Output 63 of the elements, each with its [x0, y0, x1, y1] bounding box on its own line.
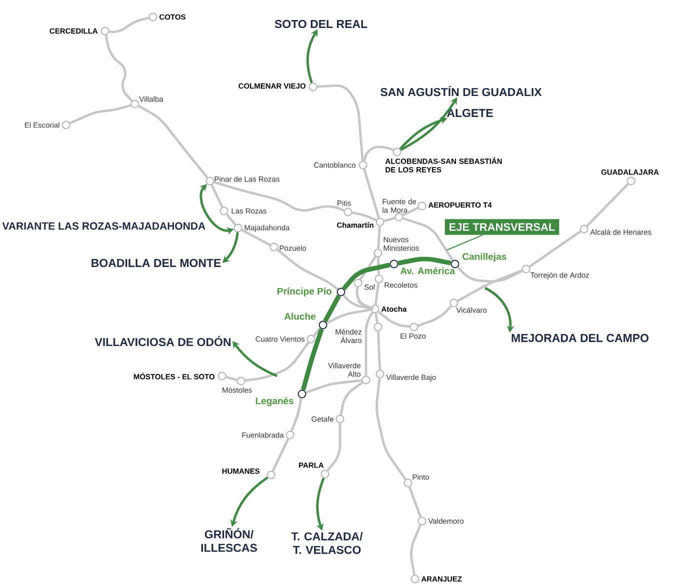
rail-line: [363, 146, 394, 162]
rail-line: [342, 294, 372, 310]
rail-line: [340, 381, 364, 416]
route-label: VARIANTE LAS ROZAS-MAJADAHONDA: [2, 222, 206, 230]
rail-line: [214, 181, 344, 212]
rail-line: [418, 305, 452, 327]
rail-line: [69, 104, 132, 124]
rail-line: [272, 438, 290, 472]
rail-line: [342, 262, 390, 290]
rail-line: [245, 342, 310, 382]
rail-line: [323, 294, 341, 322]
rail-line: [457, 266, 523, 283]
rail-line: [356, 287, 375, 310]
station-label: Príncipe Pío: [278, 288, 332, 296]
rail-line: [276, 248, 338, 290]
rail-line: [457, 269, 522, 302]
destination-label: T. CALZADA/ T. VELASCO: [291, 532, 363, 554]
rail-line: [290, 398, 302, 432]
rail-line: [377, 226, 381, 249]
rail-line: [104, 34, 133, 102]
destination-label: BOADILLA DEL MONTE: [92, 258, 221, 268]
line-name-box: EJE TRANSVERSAL: [444, 219, 560, 235]
rail-line: [378, 310, 410, 328]
rail-line: [210, 184, 224, 208]
rail-line: [364, 312, 374, 376]
rail-line: [326, 308, 371, 324]
rail-line: [384, 216, 396, 222]
rail-line: [376, 378, 407, 480]
rail-line: [241, 228, 271, 246]
station-label: Av. América: [400, 267, 455, 274]
rail-line: [376, 331, 382, 370]
rail-line: [374, 283, 380, 305]
destination-label: ALGETE: [446, 108, 493, 118]
rail-line: [312, 327, 322, 337]
rail-line: [410, 524, 422, 575]
rail-line: [352, 212, 377, 222]
rail-line: [374, 312, 378, 323]
rail-line: [398, 256, 452, 266]
station-label: Aluche: [284, 312, 316, 320]
station-label: Leganés: [256, 397, 294, 406]
destination-label: GRIÑÓN/ ILLESCAS: [201, 528, 257, 552]
rail-line: [326, 423, 342, 472]
destination-label: MEJORADA DEL CAMPO: [512, 334, 648, 342]
rail-line: [226, 214, 236, 226]
rail-line: [408, 486, 422, 518]
destination-label: SAN AGUSTÍN DE GUADALIX: [380, 86, 542, 96]
rail-line: [376, 257, 380, 275]
rail-line: [363, 168, 380, 218]
rail-line: [300, 328, 324, 391]
station-label: Canillejas: [462, 252, 506, 262]
rail-line: [317, 84, 364, 161]
destination-label: SOTO DEL REAL: [274, 20, 368, 28]
rail-line: [226, 376, 238, 382]
rail-line: [402, 217, 454, 262]
rail-line: [306, 379, 362, 394]
leader-line: [446, 234, 484, 250]
rail-line: [359, 256, 377, 280]
rail-line: [528, 230, 582, 268]
destination-label: VILLAVICIOSA DE ODÓN: [94, 336, 230, 346]
rail-line: [402, 206, 419, 216]
rail-line: [109, 16, 150, 34]
rail-line: [138, 105, 208, 178]
rail-line: [586, 183, 629, 227]
